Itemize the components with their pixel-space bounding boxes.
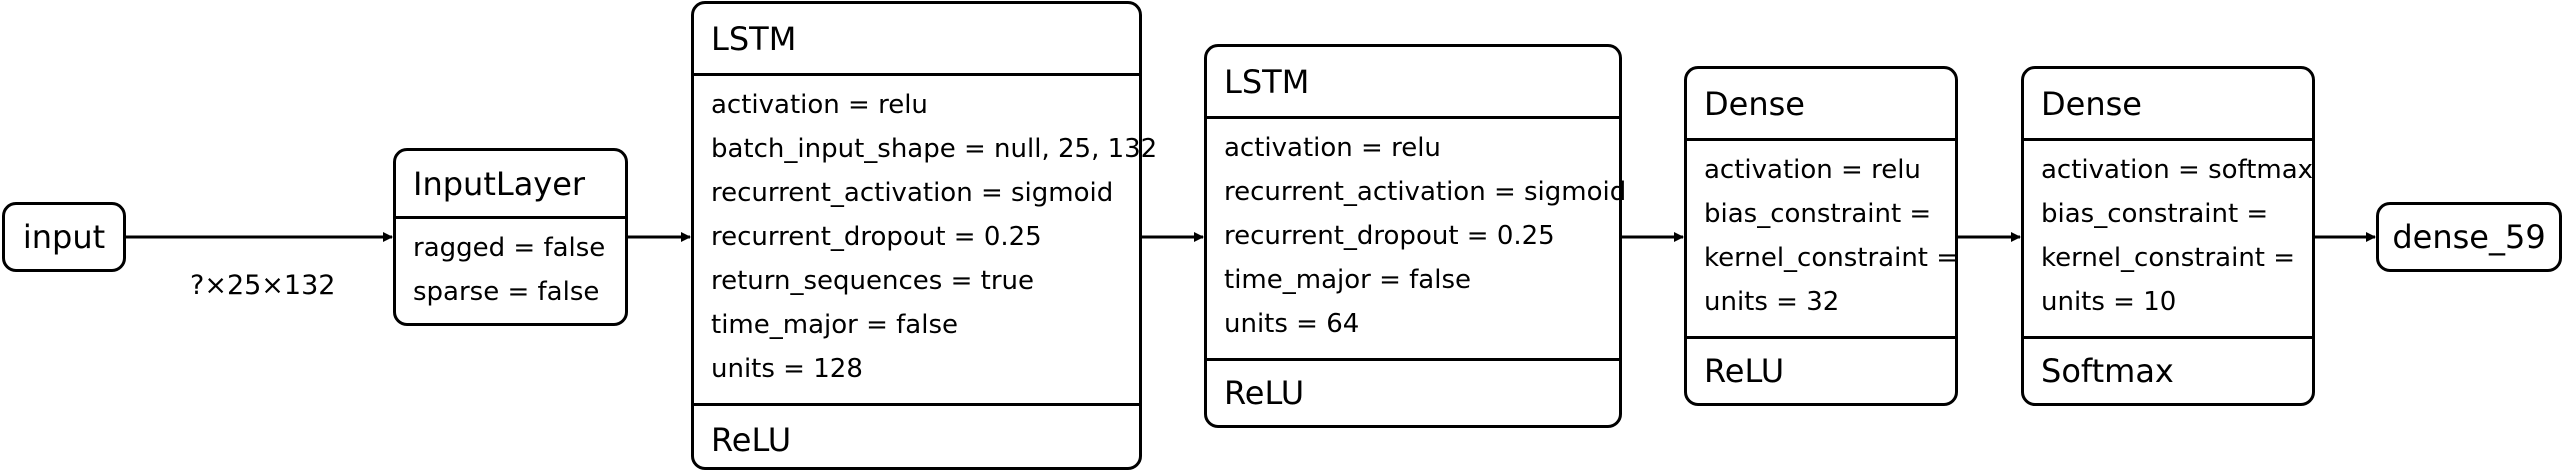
layer-attribute: recurrent_activation = sigmoid (711, 178, 1114, 208)
layer-attribute: units = 10 (2041, 287, 2177, 317)
layer-attributes: activation = relu bias_constraint = kern… (1687, 141, 1959, 336)
input-node-label: input (22, 218, 106, 256)
layer-attribute: activation = softmax (2041, 155, 2314, 185)
layer-attribute: bias_constraint = (2041, 199, 2269, 229)
layer-attributes: ragged = false sparse = false (396, 219, 625, 314)
layer-attribute: kernel_constraint = (1704, 243, 1959, 273)
output-node: dense_59 (2376, 202, 2562, 272)
output-node-label: dense_59 (2392, 218, 2546, 256)
layer-activation: ReLU (694, 403, 1139, 473)
layer-attributes: activation = softmax bias_constraint = k… (2024, 141, 2314, 336)
layer-attribute: recurrent_dropout = 0.25 (711, 222, 1042, 252)
layer-attributes: activation = relu recurrent_activation =… (1207, 119, 1627, 358)
layer-attribute: activation = relu (1704, 155, 1921, 185)
layer-attribute: units = 32 (1704, 287, 1840, 317)
layer-header: LSTM (694, 4, 1139, 76)
layer-attribute: kernel_constraint = (2041, 243, 2296, 273)
layer-lstm-2: LSTM activation = relu recurrent_activat… (1204, 44, 1627, 428)
layer-activation: ReLU (1207, 358, 1619, 425)
layer-dense-2: Dense activation = softmax bias_constrai… (2021, 66, 2315, 406)
layer-attribute: units = 64 (1224, 309, 1360, 339)
layer-activation: Softmax (2024, 336, 2312, 403)
layer-input-layer: InputLayer ragged = false sparse = false (393, 148, 628, 326)
layer-attribute: bias_constraint = (1704, 199, 1932, 229)
layer-attribute: activation = relu (711, 90, 928, 120)
layer-header: InputLayer (396, 151, 625, 219)
layer-attributes: activation = relu batch_input_shape = nu… (694, 76, 1158, 403)
layer-attribute: time_major = false (711, 310, 958, 340)
input-node: input (2, 202, 126, 272)
layer-attribute: return_sequences = true (711, 266, 1035, 296)
layer-attribute: units = 128 (711, 354, 863, 384)
layer-attribute: activation = relu (1224, 133, 1441, 163)
layer-attribute: recurrent_dropout = 0.25 (1224, 221, 1555, 251)
layer-dense-1: Dense activation = relu bias_constraint … (1684, 66, 1958, 406)
layer-header: Dense (1687, 69, 1955, 141)
layer-activation: ReLU (1687, 336, 1955, 403)
layer-lstm-1: LSTM activation = relu batch_input_shape… (691, 1, 1158, 473)
layer-attribute: batch_input_shape = null, 25, 132 (711, 134, 1158, 164)
layer-header: Dense (2024, 69, 2312, 141)
layer-header: LSTM (1207, 47, 1619, 119)
layer-attribute: ragged = false (413, 233, 606, 263)
edge-label-shape: ?×25×132 (190, 270, 336, 301)
layer-attribute: recurrent_activation = sigmoid (1224, 177, 1627, 207)
layer-attribute: time_major = false (1224, 265, 1471, 295)
layer-attribute: sparse = false (413, 277, 600, 307)
